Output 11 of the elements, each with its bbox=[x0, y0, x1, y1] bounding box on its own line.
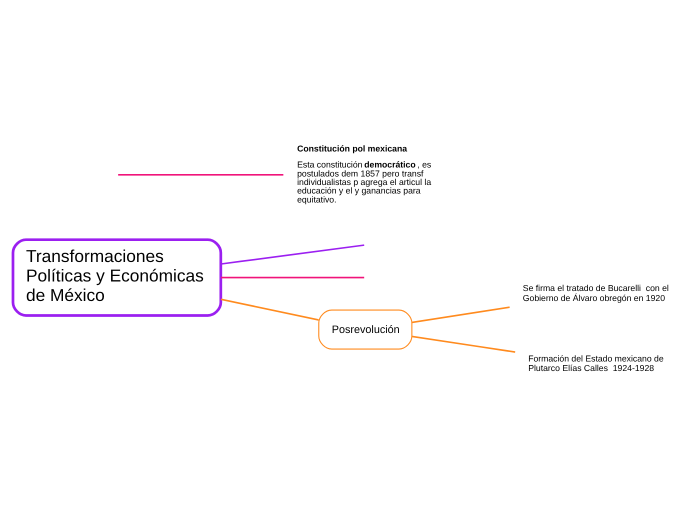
node-text: Constitución pol mexicana Esta constitución democrático , es postulados dem 1857 pero transf individualistas p agrega el articul la educación y el y ganancias para equitativo. bbox=[297, 143, 432, 204]
node-text: Se firma el tratado de Bucarelli con el Gobierno de Álvaro obregón en 1920 bbox=[522, 283, 669, 303]
node-box: Posrevolución bbox=[318, 310, 412, 350]
connector bbox=[118, 174, 284, 176]
node-text: Formación del Estado mexicano de Plutarco Elías Calles 1924-1928 bbox=[528, 353, 664, 374]
connector bbox=[412, 336, 516, 353]
connector bbox=[220, 276, 364, 278]
connector bbox=[412, 306, 510, 324]
connector bbox=[220, 298, 319, 321]
node-box: Transformaciones Políticas y Económicas de México bbox=[12, 238, 222, 317]
connector bbox=[220, 244, 364, 265]
